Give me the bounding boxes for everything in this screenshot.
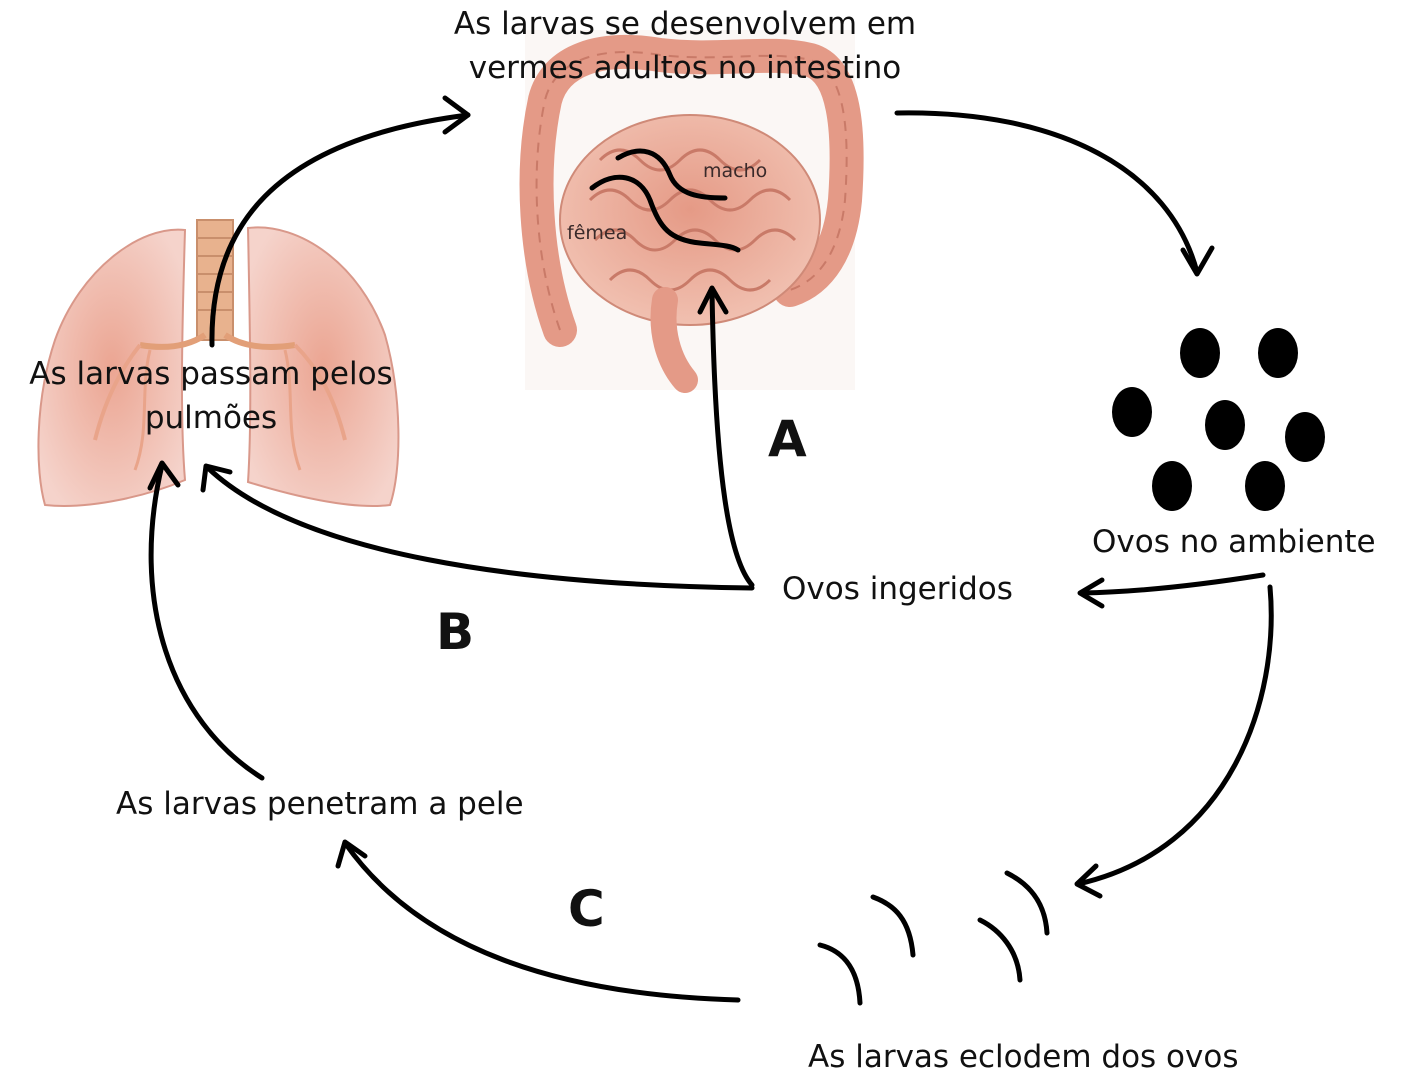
intestine-label-line2: vermes adultos no intestino [420, 46, 950, 90]
egg [1205, 400, 1245, 450]
male-worm-label: macho [703, 160, 767, 182]
larva [1007, 873, 1047, 933]
path-letter-b: B [436, 603, 474, 661]
larva [980, 920, 1020, 980]
egg [1258, 328, 1298, 378]
path-letter-a: A [768, 410, 807, 468]
arrow-hatch-to-skin [338, 842, 738, 1000]
arrow-eggs-to-ingested [1080, 575, 1263, 606]
egg [1245, 461, 1285, 511]
hatch-label: As larvas eclodem dos ovos [808, 1035, 1239, 1079]
lungs-label-line2: pulmões [0, 396, 422, 440]
lungs-label: As larvas passam pelos pulmões [0, 352, 422, 440]
eggs-environment-label: Ovos no ambiente [1092, 520, 1376, 564]
egg [1112, 387, 1152, 437]
skin-penetration-label: As larvas penetram a pele [116, 782, 524, 826]
arrow-intestine-to-eggs [897, 113, 1212, 274]
eggs-in-environment [1112, 328, 1325, 511]
larva [873, 897, 913, 955]
hatched-larvae [820, 873, 1047, 1003]
intestine-label: As larvas se desenvolvem em vermes adult… [420, 2, 950, 90]
arrow-eggs-to-hatch [1077, 587, 1271, 896]
path-letter-c: C [568, 880, 605, 938]
eggs-ingested-label: Ovos ingeridos [782, 567, 1013, 611]
egg [1180, 328, 1220, 378]
female-worm-label: fêmea [567, 222, 627, 244]
intestine-label-line1: As larvas se desenvolvem em [420, 2, 950, 46]
egg [1285, 412, 1325, 462]
arrow-skin-to-lungs [150, 463, 262, 778]
lungs-label-line1: As larvas passam pelos [0, 352, 422, 396]
egg [1152, 461, 1192, 511]
larva [820, 945, 860, 1003]
